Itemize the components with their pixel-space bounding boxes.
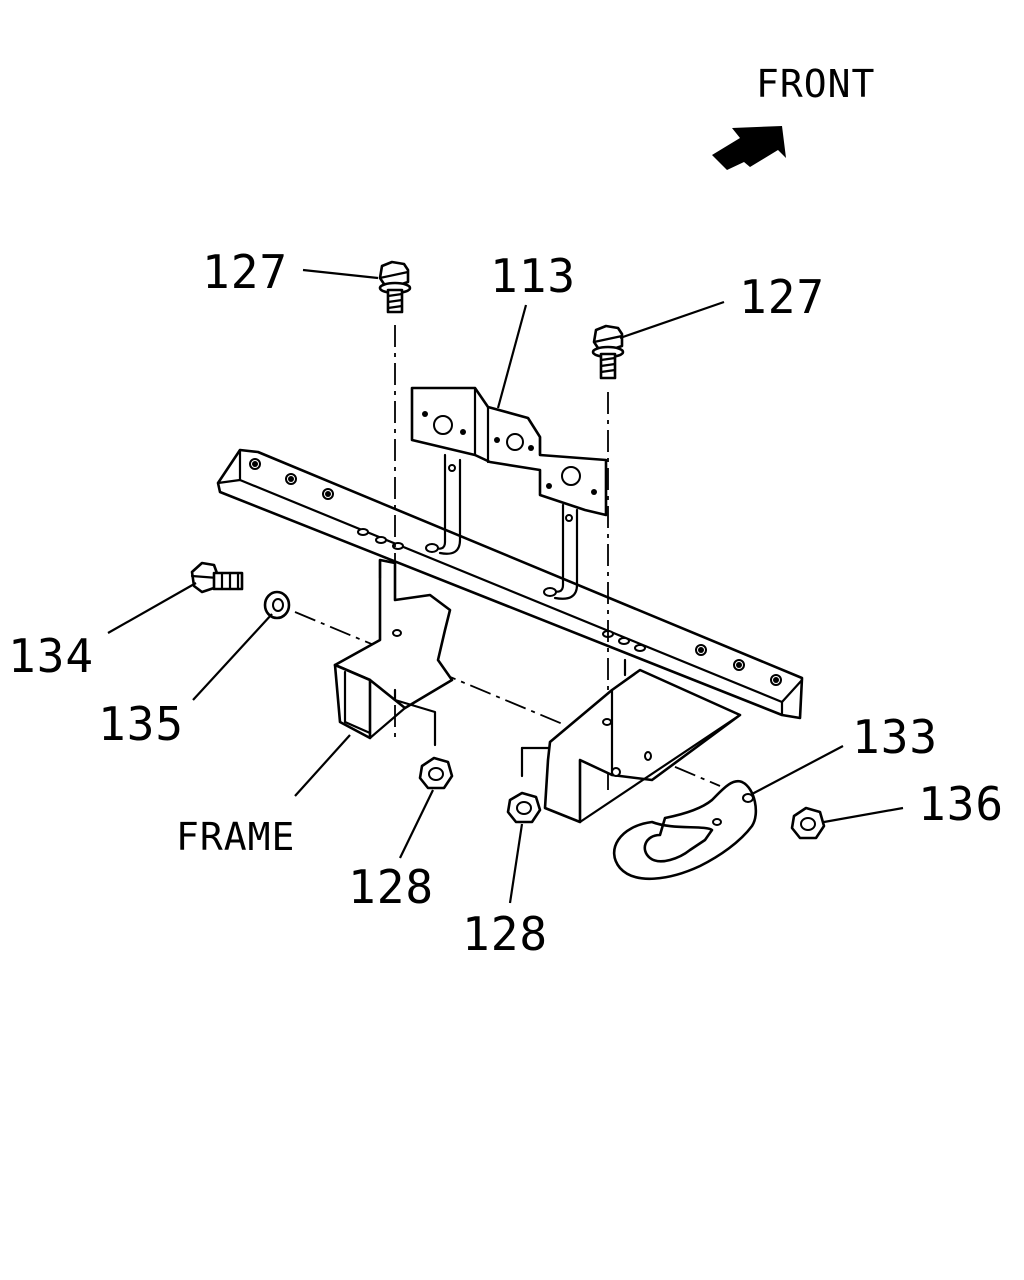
centerline-side xyxy=(294,611,566,726)
side-bolt-134 xyxy=(190,561,244,594)
leader-127-left xyxy=(302,268,379,280)
leader-127-right xyxy=(619,300,725,340)
callout-127-right: 127 xyxy=(739,270,825,324)
leader-134 xyxy=(107,582,197,634)
nut-128-left xyxy=(418,756,454,790)
callout-127-left: 127 xyxy=(202,245,288,299)
callout-136: 136 xyxy=(918,777,1004,831)
callout-133: 133 xyxy=(852,710,938,764)
callout-135: 135 xyxy=(98,697,184,751)
callout-128-left: 128 xyxy=(348,860,434,914)
nut-128-right xyxy=(506,791,542,824)
callout-134: 134 xyxy=(8,629,94,683)
washer-135 xyxy=(263,590,291,620)
angle-rail xyxy=(216,448,804,720)
leader-128-right xyxy=(508,823,524,904)
frame-label: FRAME xyxy=(176,815,295,859)
bolt-127-left xyxy=(378,260,412,314)
callout-113: 113 xyxy=(490,249,576,303)
license-bracket xyxy=(410,386,608,600)
leader-133 xyxy=(751,745,844,795)
callout-128-right: 128 xyxy=(462,907,548,961)
bolt-127-right xyxy=(591,324,625,380)
frame-bracket-left xyxy=(333,558,454,747)
leader-128-left xyxy=(399,789,434,859)
leader-frame xyxy=(294,734,351,797)
leader-113 xyxy=(496,304,528,409)
front-arrow-icon xyxy=(712,126,786,170)
nut-136 xyxy=(790,806,826,840)
front-label: FRONT xyxy=(756,62,875,106)
frame-bracket-right xyxy=(520,658,742,824)
leader-135 xyxy=(192,613,273,701)
leader-136 xyxy=(823,806,904,824)
tow-hook-133 xyxy=(612,779,758,880)
